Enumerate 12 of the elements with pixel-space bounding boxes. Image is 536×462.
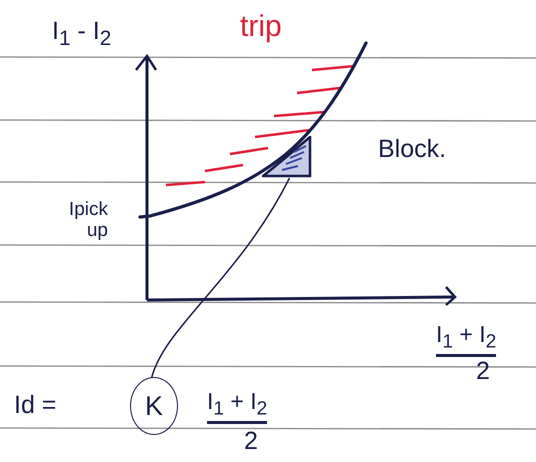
fraction-denominator: 2 xyxy=(476,358,490,386)
slope-triangle xyxy=(262,136,312,178)
fraction-denominator: 2 xyxy=(244,428,258,456)
circled-constant: K xyxy=(130,377,178,435)
region-label: trip xyxy=(240,10,282,43)
region-label: Block. xyxy=(378,136,446,164)
axis-value-label: Ipick up xyxy=(68,200,108,242)
y-axis-label: I$_{1}$ - I$_{2}$ xyxy=(52,18,112,51)
fraction-numerator: I$_{1}$ + I$_{2}$ xyxy=(207,389,268,424)
leader-line xyxy=(150,178,290,378)
fraction-numerator: I$_{1}$ + I$_{2}$ xyxy=(436,322,496,357)
equation-text: Id = xyxy=(14,392,56,420)
